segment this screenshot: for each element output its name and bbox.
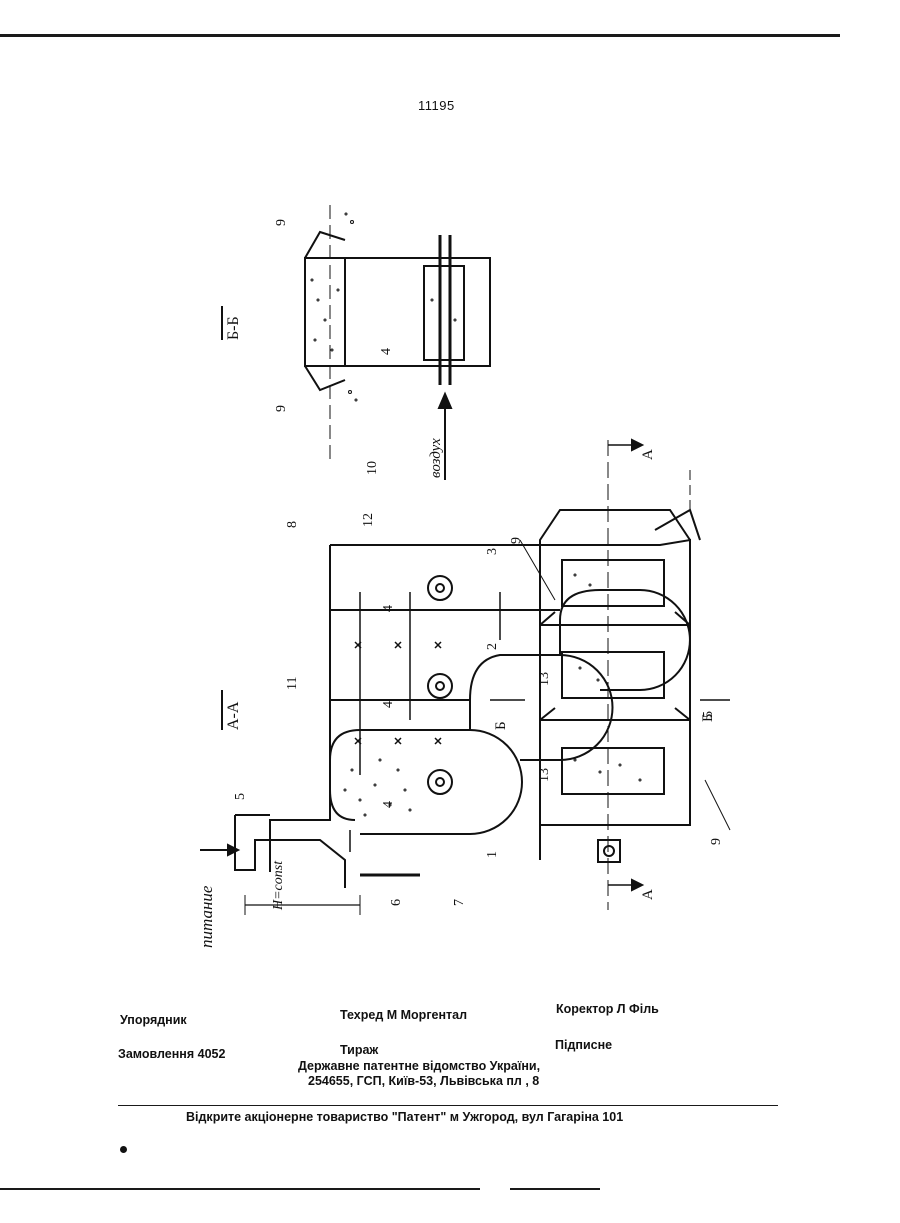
- office-line-2: 254655, ГСП, Київ-53, Львівська пл , 8: [308, 1074, 539, 1088]
- arrow-label-a-bottom: А: [640, 889, 656, 900]
- callout-12: 12: [361, 513, 376, 527]
- imprint-rule: [118, 1105, 778, 1106]
- callout-1: 1: [485, 851, 500, 858]
- callout-9b: 9: [274, 405, 289, 412]
- publisher-line: Відкрите акціонерне товариство "Патент" …: [186, 1110, 623, 1124]
- label-height: H=const: [271, 860, 286, 911]
- label-air: воздух: [428, 438, 444, 478]
- callout-5b: 5: [701, 711, 716, 718]
- order-number: Замовлення 4052: [118, 1047, 225, 1061]
- compiler-label: Упорядник: [120, 1013, 187, 1027]
- section-bb-view: [222, 205, 490, 480]
- callout-8: 8: [285, 521, 300, 528]
- callout-9c: 9: [509, 537, 524, 544]
- callout-4b: 4: [381, 605, 396, 612]
- callout-4a: 4: [379, 348, 394, 355]
- label-section-bb: Б-Б: [225, 316, 242, 340]
- plan-view: [490, 440, 730, 910]
- callout-9d: 9: [709, 838, 724, 845]
- callout-13b: 13: [537, 768, 552, 782]
- callout-3: 3: [485, 548, 500, 555]
- callout-6: 6: [389, 899, 404, 906]
- subscription-label: Підписне: [555, 1038, 612, 1052]
- callout-5a: 5: [233, 793, 248, 800]
- circulation-label: Тираж: [340, 1043, 378, 1057]
- callout-4d: 4: [381, 801, 396, 808]
- arrow-label-b-left: Б: [493, 721, 509, 730]
- callout-9a: 9: [274, 219, 289, 226]
- office-line-1: Державне патентне відомство України,: [298, 1059, 540, 1073]
- label-section-aa: А-А: [225, 701, 242, 730]
- callout-7: 7: [452, 899, 467, 906]
- arrow-label-a-top: А: [640, 449, 656, 460]
- label-feed: питание: [197, 885, 216, 948]
- callout-11: 11: [285, 677, 300, 690]
- callout-10: 10: [365, 461, 380, 475]
- bullet-mark: [120, 1146, 127, 1153]
- section-aa-view: [200, 470, 700, 915]
- corrector: Коректор Л Філь: [556, 1002, 659, 1016]
- callout-4c: 4: [381, 701, 396, 708]
- callout-2: 2: [485, 643, 500, 650]
- tech-editor: Техред М Моргентал: [340, 1008, 467, 1022]
- callout-13a: 13: [537, 672, 552, 686]
